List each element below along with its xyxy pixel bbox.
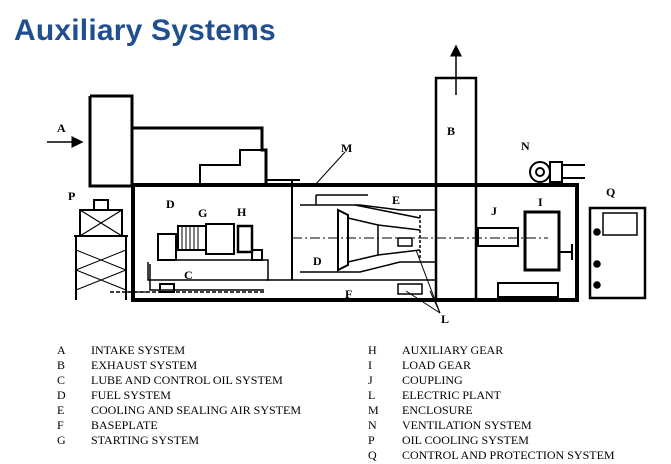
label-n: N xyxy=(521,139,530,153)
page-title: Auxiliary Systems xyxy=(14,14,276,47)
intake-duct xyxy=(88,94,292,188)
enclosure xyxy=(131,179,579,302)
label-a: A xyxy=(57,121,66,135)
label-p: P xyxy=(68,189,75,203)
label-m: M xyxy=(341,141,352,155)
label-b: B xyxy=(447,124,455,138)
label-e: E xyxy=(392,193,400,207)
leader-lines xyxy=(314,151,441,314)
turbine-casing xyxy=(300,194,436,273)
label-h: H xyxy=(237,205,247,219)
exhaust-stack xyxy=(434,44,478,302)
ventilation-fan xyxy=(529,161,585,183)
control-cabinet xyxy=(588,206,647,300)
label-g: G xyxy=(198,206,207,220)
accessory-module xyxy=(147,223,269,293)
label-q: Q xyxy=(606,185,615,199)
label-l: L xyxy=(441,312,449,326)
label-f: F xyxy=(345,287,352,301)
oil-cooler xyxy=(74,199,150,300)
coupling-and-load-gear xyxy=(477,210,573,298)
label-i: I xyxy=(538,195,543,209)
label-d1: D xyxy=(166,197,175,211)
label-j: J xyxy=(491,204,497,218)
label-d2: D xyxy=(313,254,322,268)
gas-turbine-diagram: A B C D D E F G H I J L M N P Q xyxy=(47,44,647,326)
baseplate xyxy=(110,279,436,295)
label-c: C xyxy=(184,268,193,282)
